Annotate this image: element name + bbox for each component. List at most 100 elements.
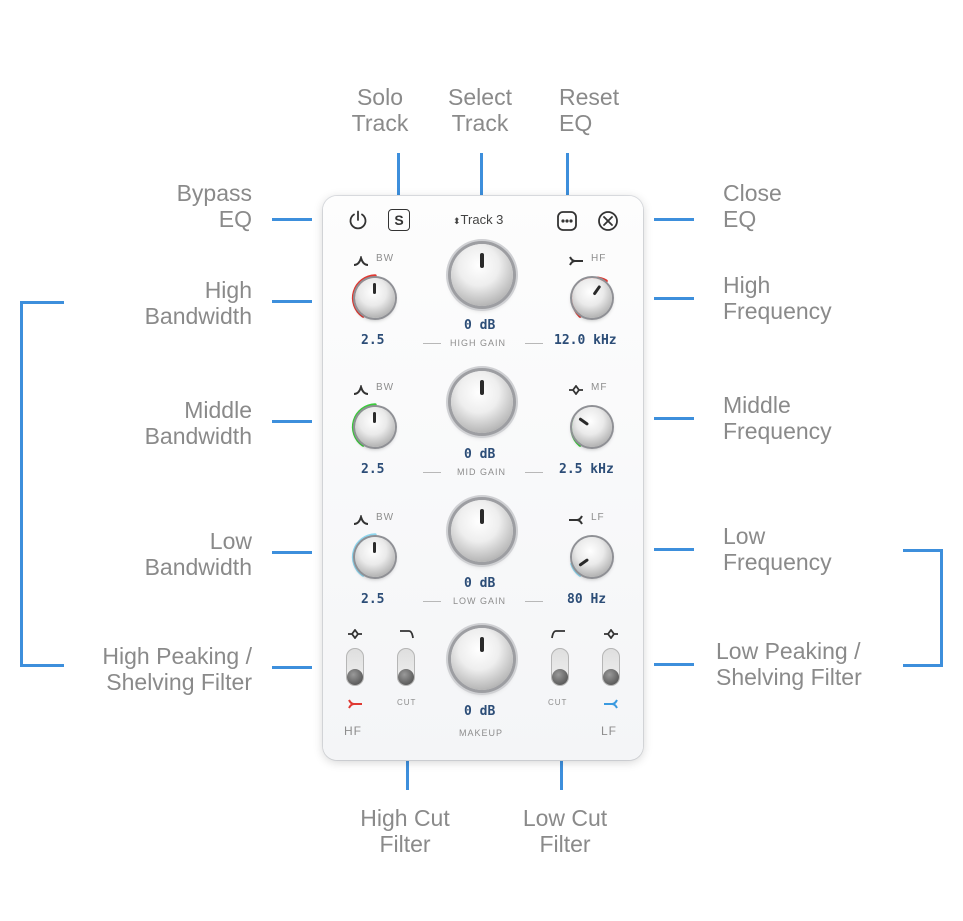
- leader-bypass: [272, 218, 312, 221]
- callout-low-cut: Low Cut Filter: [522, 805, 608, 857]
- callout-low-bandwidth: Low Bandwidth: [144, 528, 252, 580]
- cut-right-label: CUT: [548, 698, 568, 707]
- low-bw-ring: [351, 533, 377, 577]
- leader-reset: [566, 153, 569, 205]
- solo-button[interactable]: S: [388, 209, 410, 231]
- high-bandwidth-knob[interactable]: [355, 278, 395, 318]
- hf-shelf-icon: [347, 696, 363, 714]
- low-frequency-knob[interactable]: [572, 537, 612, 577]
- hf-label: HF: [591, 253, 607, 264]
- bracket-right-top: [903, 549, 943, 552]
- high-gain-knob[interactable]: [451, 244, 513, 306]
- mid-gain-knob[interactable]: [451, 371, 513, 433]
- close-icon[interactable]: [597, 210, 619, 232]
- callout-low-frequency: Low Frequency: [723, 523, 832, 575]
- bracket-left: [20, 301, 23, 667]
- low-gain-label: LOW GAIN: [453, 596, 507, 606]
- leader-solo: [397, 153, 400, 205]
- callout-high-bandwidth: High Bandwidth: [144, 277, 252, 329]
- callout-high-frequency: High Frequency: [723, 272, 832, 324]
- leader-low-freq: [654, 548, 694, 551]
- mid-bw-label: BW: [376, 382, 395, 393]
- hf-peak-icon: [347, 626, 363, 644]
- divider: [423, 472, 441, 473]
- divider: [525, 472, 543, 473]
- updown-icon: ⬍: [453, 216, 461, 226]
- bracket-left-top: [20, 301, 64, 304]
- divider: [423, 601, 441, 602]
- low-cut-toggle[interactable]: [551, 648, 569, 686]
- low-bw-value: 2.5: [361, 592, 385, 607]
- low-shelf-icon: [568, 512, 584, 530]
- mid-freq-value: 2.5 kHz: [559, 462, 614, 477]
- high-peaking-shelving-toggle[interactable]: [346, 648, 364, 686]
- callout-reset-eq: Reset EQ: [559, 84, 620, 136]
- callout-close-eq: Close EQ: [723, 180, 782, 232]
- mf-label: MF: [591, 382, 608, 393]
- high-freq-value: 12.0 kHz: [554, 333, 617, 348]
- bell-icon: [353, 512, 369, 530]
- bracket-left-bottom: [20, 664, 64, 667]
- low-gain-knob[interactable]: [451, 500, 513, 562]
- low-bw-label: BW: [376, 512, 395, 523]
- low-cut-icon: [550, 626, 566, 644]
- more-options-icon[interactable]: [556, 210, 578, 232]
- cut-left-label: CUT: [397, 698, 417, 707]
- leader-close: [654, 218, 694, 221]
- mid-bw-value: 2.5: [361, 462, 385, 477]
- leader-high-shelf: [272, 666, 312, 669]
- callout-low-peaking-shelving: Low Peaking / Shelving Filter: [716, 638, 862, 690]
- bell-icon: [353, 253, 369, 271]
- high-bw-value: 2.5: [361, 333, 385, 348]
- high-gain-label: HIGH GAIN: [450, 338, 507, 348]
- track-selector[interactable]: ⬍Track 3: [453, 212, 523, 227]
- leader-low-shelf: [654, 663, 694, 666]
- hf-bottom-label: HF: [344, 724, 362, 738]
- high-bw-label: BW: [376, 253, 395, 264]
- divider: [423, 343, 441, 344]
- low-bandwidth-knob[interactable]: [355, 537, 395, 577]
- makeup-knob[interactable]: [451, 628, 513, 690]
- lf-bottom-label: LF: [601, 724, 618, 738]
- high-cut-toggle[interactable]: [397, 648, 415, 686]
- leader-high-bw: [272, 300, 312, 303]
- high-bw-ring: [351, 274, 377, 318]
- power-icon[interactable]: [347, 209, 369, 231]
- high-gain-value: 0 dB: [464, 318, 496, 333]
- leader-select: [480, 153, 483, 205]
- mid-gain-label: MID GAIN: [457, 467, 507, 477]
- callout-high-cut: High Cut Filter: [360, 805, 450, 857]
- lf-peak-icon: [603, 626, 619, 644]
- high-frequency-knob[interactable]: [572, 278, 612, 318]
- callout-high-peaking-shelving: High Peaking / Shelving Filter: [102, 643, 252, 695]
- low-gain-value: 0 dB: [464, 576, 496, 591]
- makeup-label: MAKEUP: [459, 728, 504, 738]
- callout-select-track: Select Track: [448, 84, 512, 136]
- low-peaking-shelving-toggle[interactable]: [602, 648, 620, 686]
- mid-bw-ring: [351, 403, 377, 447]
- leader-mid-freq: [654, 417, 694, 420]
- eq-panel: S ⬍Track 3 BW 2.5 0 dB HIGH GAIN HF 12.0…: [323, 196, 643, 760]
- leader-mid-bw: [272, 420, 312, 423]
- high-cut-icon: [399, 626, 415, 644]
- leader-low-bw: [272, 551, 312, 554]
- callout-bypass-eq: Bypass EQ: [176, 180, 252, 232]
- mid-peak-icon: [568, 382, 584, 400]
- low-freq-value: 80 Hz: [567, 592, 607, 607]
- track-label: Track 3: [460, 212, 504, 227]
- lf-label: LF: [591, 512, 605, 523]
- callout-middle-bandwidth: Middle Bandwidth: [144, 397, 252, 449]
- callout-middle-frequency: Middle Frequency: [723, 392, 832, 444]
- leader-high-freq: [654, 297, 694, 300]
- middle-bandwidth-knob[interactable]: [355, 407, 395, 447]
- high-shelf-icon: [568, 253, 584, 271]
- callout-solo-track: Solo Track: [351, 84, 409, 136]
- divider: [525, 343, 543, 344]
- bell-icon: [353, 382, 369, 400]
- bracket-right: [940, 549, 943, 667]
- middle-frequency-knob[interactable]: [572, 407, 612, 447]
- low-freq-ring: [570, 562, 582, 577]
- bracket-right-bottom: [903, 664, 943, 667]
- lf-shelf-icon: [603, 696, 619, 714]
- divider: [525, 601, 543, 602]
